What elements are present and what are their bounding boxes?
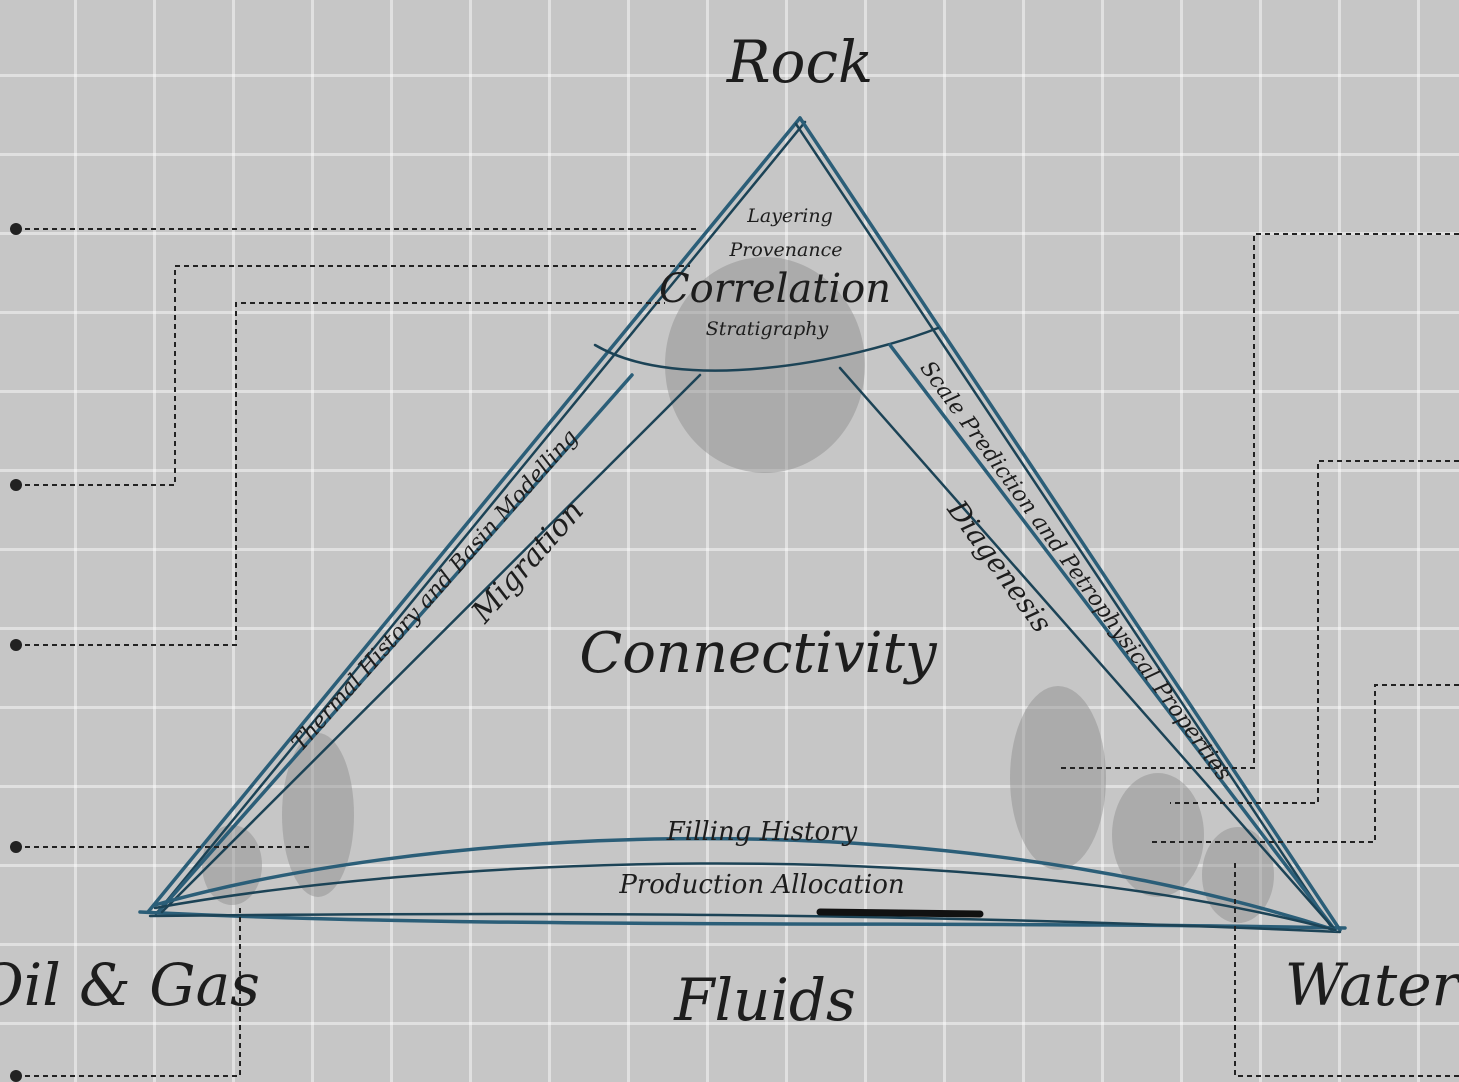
rock-zone-line-1: Layering xyxy=(746,205,832,227)
production-allocation-label: Production Allocation xyxy=(618,870,904,900)
thermal-history-label: Thermal History and Basin Modelling xyxy=(287,425,583,756)
corner-water-label: Water xyxy=(1285,951,1459,1019)
right-bands xyxy=(838,343,1337,932)
left-bands xyxy=(158,373,702,914)
blob-right-2 xyxy=(1112,773,1204,897)
blob-right-1 xyxy=(1010,686,1106,870)
blob-rock xyxy=(665,257,865,473)
right-leaders xyxy=(1060,233,1459,1077)
rock-zone-line-3: Correlation xyxy=(659,266,891,312)
rock-zone-line-2: Provenance xyxy=(729,239,843,261)
bottom-bands xyxy=(153,836,1337,932)
corner-oil-gas-label: Oil & Gas xyxy=(0,951,260,1019)
corner-rock-label: Rock xyxy=(726,28,873,96)
connectivity-label: Connectivity xyxy=(579,621,938,686)
filling-history-label: Filling History xyxy=(666,817,858,847)
rock-zone-divider xyxy=(593,326,940,372)
fluids-label: Fluids xyxy=(673,966,856,1034)
left-leaders xyxy=(10,223,700,1082)
triangle-outline xyxy=(138,116,1347,934)
rock-zone-line-4: Stratigraphy xyxy=(706,318,829,340)
